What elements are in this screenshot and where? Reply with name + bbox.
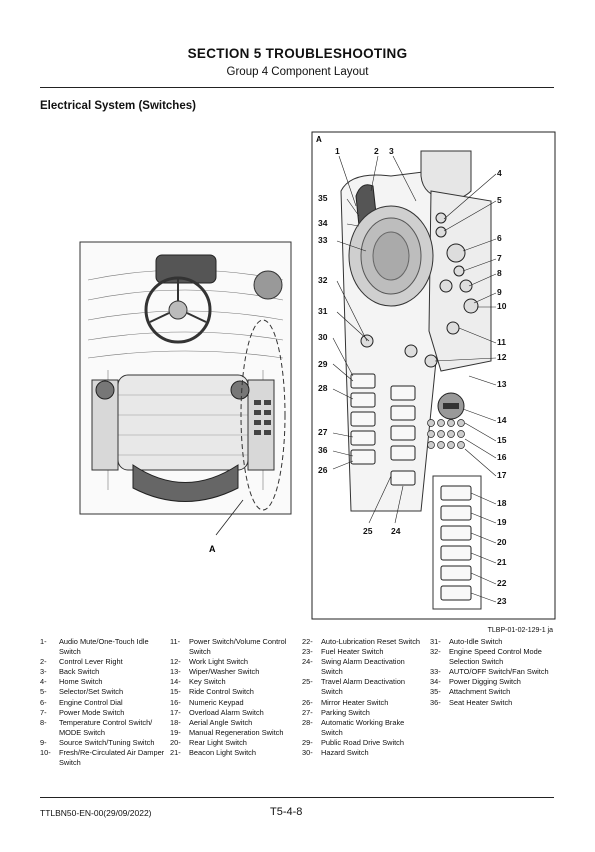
callout-27: 27 [318,427,328,437]
legend-item: 23-Fuel Heater Switch [302,647,384,657]
legend-item: 36-Seat Heater Switch [430,697,513,707]
callout-24: 24 [391,526,401,536]
callout-32: 32 [318,275,328,285]
callout-28: 28 [318,383,328,393]
callout-33: 33 [318,235,328,245]
callout-30: 30 [318,332,328,342]
legend-item: 28-Automatic Working Brake Switch [302,717,405,737]
legend-item: 1-Audio Mute/One-Touch Idle Switch [40,637,149,657]
callout-12: 12 [497,352,507,362]
legend-column-2: 11-Power Switch/Volume Control Switch 12… [170,637,300,758]
callout-4: 4 [497,168,502,178]
callout-11: 11 [497,337,506,347]
legend-item: 12-Work Light Switch [170,657,249,667]
group-title: Group 4 Component Layout [226,66,369,78]
footer-rule [40,797,554,798]
callout-15: 15 [497,435,507,445]
callout-34: 34 [318,218,328,228]
legend-item: 14-Key Switch [170,677,226,687]
legend-item: 5-Selector/Set Switch [40,687,124,697]
legend-column-4: 31-Auto-Idle Switch 32-Engine Speed Cont… [430,637,560,708]
legend-item: 29-Public Road Drive Switch [302,737,404,747]
callout-1: 1 [335,146,340,156]
view-label: A [316,135,322,144]
legend-item: 2-Control Lever Right [40,657,123,667]
page-number: T5-4-8 [270,806,303,818]
subsection-title: Electrical System (Switches) [40,100,196,112]
callout-2: 2 [374,146,379,156]
detail-view-a: A [311,131,556,620]
legend-item: 34-Power Digging Switch [430,677,521,687]
header-rule [40,87,554,88]
legend-item: 7-Power Mode Switch [40,707,125,717]
callout-21: 21 [497,557,507,567]
legend-item: 4-Home Switch [40,677,103,687]
callout-7: 7 [497,253,502,263]
callout-5: 5 [497,195,502,205]
legend-item: 11-Power Switch/Volume Control Switch [170,637,287,657]
legend-item: 31-Auto-Idle Switch [430,637,503,646]
legend-item: 35-Attachment Switch [430,687,511,697]
legend-item: 27-Parking Switch [302,707,370,717]
legend-item: 26-Mirror Heater Switch [302,697,389,707]
callout-8: 8 [497,268,502,278]
callout-16: 16 [497,452,507,462]
callout-26: 26 [318,465,328,475]
callout-9: 9 [497,287,502,297]
legend-item: 24-Swing Alarm Deactivation Switch [302,657,405,677]
callout-20: 20 [497,537,507,547]
legend-item: 6-Engine Control Dial [40,697,123,707]
legend-item: 30-Hazard Switch [302,748,369,758]
callout-22: 22 [497,578,507,588]
legend-item: 32-Engine Speed Control Mode Selection S… [430,647,542,667]
legend-item: 22-Auto-Lubrication Reset Switch [302,637,421,646]
callout-10: 10 [497,301,507,311]
callout-29: 29 [318,359,328,369]
callout-19: 19 [497,517,507,527]
legend-item: 16-Numeric Keypad [170,697,244,707]
legend-column-3: 22-Auto-Lubrication Reset Switch 23-Fuel… [302,637,428,758]
detail-label: A [209,544,216,554]
callout-23: 23 [497,596,507,606]
callout-35: 35 [318,193,328,203]
callout-25: 25 [363,526,373,536]
callout-6: 6 [497,233,502,243]
legend-item: 9-Source Switch/Tuning Switch [40,737,155,747]
legend-item: 17-Overload Alarm Switch [170,707,264,717]
callout-3: 3 [389,146,394,156]
legend-item: 33-AUTO/OFF Switch/Fan Switch [430,667,549,677]
callout-17: 17 [497,470,507,480]
legend-item: 20-Rear Light Switch [170,737,247,747]
section-title: SECTION 5 TROUBLESHOOTING [187,46,408,61]
legend-item: 18-Aerial Angle Switch [170,717,253,727]
cab-overview-illustration: A [79,241,292,554]
legend-item: 3-Back Switch [40,667,100,677]
callout-14: 14 [497,415,507,425]
legend-item: 10-Fresh/Re-Circulated Air Damper Switch [40,748,165,768]
callout-36: 36 [318,445,328,455]
document-id: TTLBN50-EN-00(29/09/2022) [40,808,152,818]
legend-item: 19-Manual Regeneration Switch [170,727,284,737]
callout-13: 13 [497,379,507,389]
figure-reference: TLBP-01-02-129-1 ja [487,627,553,634]
legend-item: 25-Travel Alarm Deactivation Switch [302,677,405,697]
legend-item: 15-Ride Control Switch [170,687,254,697]
callout-31: 31 [318,306,328,316]
callout-18: 18 [497,498,507,508]
legend-column-1: 1-Audio Mute/One-Touch Idle Switch 2-Con… [40,637,168,768]
legend-item: 13-Wiper/Washer Switch [170,667,260,677]
legend-item: 8-Temperature Control Switch/ MODE Switc… [40,717,153,737]
legend-item: 21-Beacon Light Switch [170,748,256,758]
